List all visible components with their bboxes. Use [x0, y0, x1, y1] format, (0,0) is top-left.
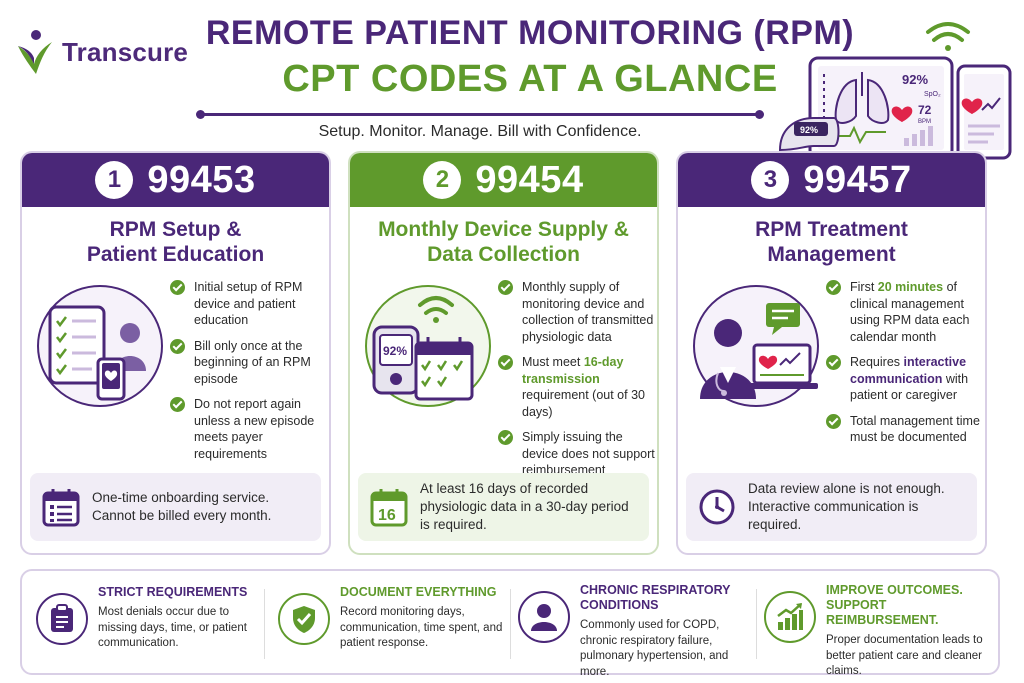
feature-improve-outcomes: IMPROVE OUTCOMES. SUPPORT REIMBURSEMENT.… — [764, 583, 994, 680]
note-text: One-time onboarding service. Cannot be b… — [92, 490, 272, 523]
list-item: Monthly supply of monitoring device and … — [498, 279, 657, 345]
heart-icon — [758, 355, 778, 369]
tagline: Setup. Monitor. Manage. Bill with Confid… — [318, 123, 642, 140]
person-icon — [518, 591, 570, 643]
card-title: Monthly Device Supply & Data Collection — [350, 217, 657, 267]
feature-text: Record monitoring days, communication, t… — [340, 606, 503, 649]
check-icon — [498, 280, 513, 295]
feature-title: DOCUMENT EVERYTHING — [340, 585, 497, 599]
lungs-icon — [834, 72, 890, 124]
brand-name: Transcure — [62, 36, 189, 67]
page-title-line2: CPT CODES AT A GLANCE — [282, 58, 778, 100]
pulse-oximeter-icon: 92% — [778, 117, 840, 152]
feature-title: CHRONIC RESPIRATORY CONDITIONS — [580, 583, 731, 612]
list-item: Total management time must be documented — [826, 413, 985, 446]
cpt-code: 99454 — [475, 158, 584, 201]
title-divider — [196, 110, 764, 119]
card-99457: 3 99457 RPM Treatment Management First 2… — [676, 151, 987, 555]
note-text: Data review alone is not enough. Interac… — [748, 481, 945, 532]
doctor-laptop-illustration — [693, 285, 819, 407]
transcure-logo-icon — [18, 30, 52, 74]
divider — [510, 589, 511, 659]
card-99453: 1 99453 RPM Setup & Patient Education In… — [20, 151, 331, 555]
oximeter-value: 92% — [800, 125, 818, 135]
cpt-code: 99457 — [803, 158, 912, 201]
card-number-badge: 3 — [751, 161, 790, 199]
clipboard-icon — [36, 593, 88, 645]
card-header: 3 99457 — [678, 153, 985, 207]
card-title: RPM Treatment Management — [678, 217, 985, 267]
card-99454: 2 99454 Monthly Device Supply & Data Col… — [348, 151, 659, 555]
feature-text: Proper documentation leads to better pat… — [826, 634, 983, 677]
card-title-line2: Patient Education — [86, 243, 265, 266]
highlight-text: 16-day transmission — [522, 355, 624, 386]
note-text: At least 16 days of recorded physiologic… — [420, 481, 629, 532]
feature-text: Commonly used for COPD, chronic respirat… — [580, 619, 729, 678]
feature-text: Most denials occur due to missing days, … — [98, 606, 247, 649]
highlight-text: 20 minutes — [877, 280, 944, 294]
calendar-16-icon: 16 — [370, 489, 408, 527]
feature-document-everything: DOCUMENT EVERYTHING Record monitoring da… — [278, 585, 506, 652]
heart-icon — [891, 106, 913, 122]
check-icon — [826, 413, 841, 429]
shield-check-icon — [278, 593, 330, 645]
page-title-line1: REMOTE PATIENT MONITORING (RPM) — [205, 14, 855, 52]
list-item: Bill only once at the beginning of an RP… — [170, 338, 329, 388]
card-title-line1: RPM Setup & — [109, 218, 242, 241]
divider — [756, 589, 757, 659]
wifi-icon — [926, 22, 970, 51]
hero-bpm-label: BPM — [918, 119, 931, 125]
heart-icon — [104, 370, 118, 381]
card-title: RPM Setup & Patient Education — [22, 217, 329, 267]
check-icon — [170, 280, 185, 295]
svg-text:16: 16 — [378, 507, 396, 524]
card-number-badge: 2 — [423, 161, 462, 199]
feature-title: IMPROVE OUTCOMES. SUPPORT REIMBURSEMENT. — [826, 583, 963, 627]
divider — [264, 589, 265, 659]
list-item: Must meet 16-day transmission requiremen… — [498, 354, 657, 420]
highlight-text: interactive communication — [850, 355, 967, 386]
hero-bpm-value: 72 — [918, 103, 932, 117]
feature-title: STRICT REQUIREMENTS — [98, 585, 248, 599]
card-note: 16 At least 16 days of recorded physiolo… — [358, 473, 649, 541]
card-title-line2: Management — [767, 243, 896, 266]
bullet-list: Initial setup of RPM device and patient … — [170, 279, 329, 471]
hero-devices-illustration: 92% SpO₂ 72 BPM 92% — [778, 22, 1012, 160]
list-item: Initial setup of RPM device and patient … — [170, 279, 329, 329]
list-item: First 20 minutes of clinical management … — [826, 279, 985, 345]
check-icon — [170, 397, 185, 412]
bullet-list: First 20 minutes of clinical management … — [826, 279, 985, 455]
card-header: 1 99453 — [22, 153, 329, 207]
brand-logo: Transcure — [14, 28, 188, 76]
check-icon — [170, 338, 185, 354]
hero-spo2-value: 92% — [902, 72, 928, 87]
bullet-list: Monthly supply of monitoring device and … — [498, 279, 657, 488]
feature-strict-requirements: STRICT REQUIREMENTS Most denials occur d… — [36, 585, 264, 652]
card-title-line1: RPM Treatment — [755, 218, 908, 241]
feature-chronic-respiratory: CHRONIC RESPIRATORY CONDITIONS Commonly … — [518, 583, 752, 680]
calendar-list-icon — [42, 489, 80, 527]
list-item: Simply issuing the device does not suppo… — [498, 429, 657, 479]
tablet-checklist-illustration — [37, 285, 163, 407]
card-title-line1: Monthly Device Supply & — [378, 218, 629, 241]
key-points-band: STRICT REQUIREMENTS Most denials occur d… — [20, 569, 1000, 678]
check-icon — [826, 355, 841, 370]
check-icon — [498, 430, 513, 445]
list-item: Requires interactive communication with … — [826, 354, 985, 404]
clock-icon — [699, 489, 735, 525]
hero-spo2-label: SpO₂ — [924, 91, 941, 98]
device-calendar-illustration: 92% — [365, 285, 491, 407]
list-item: Do not report again unless a new episode… — [170, 396, 329, 462]
check-icon — [498, 355, 513, 370]
card-note: One-time onboarding service. Cannot be b… — [30, 473, 321, 541]
growth-chart-icon — [764, 591, 816, 643]
card-title-line2: Data Collection — [427, 243, 580, 266]
check-icon — [826, 280, 841, 295]
cpt-code: 99453 — [147, 158, 256, 201]
card-number-badge: 1 — [95, 161, 134, 199]
wifi-icon — [418, 296, 454, 323]
device-value: 92% — [383, 344, 407, 358]
card-header: 2 99454 — [350, 153, 657, 207]
card-note: Data review alone is not enough. Interac… — [686, 473, 977, 541]
